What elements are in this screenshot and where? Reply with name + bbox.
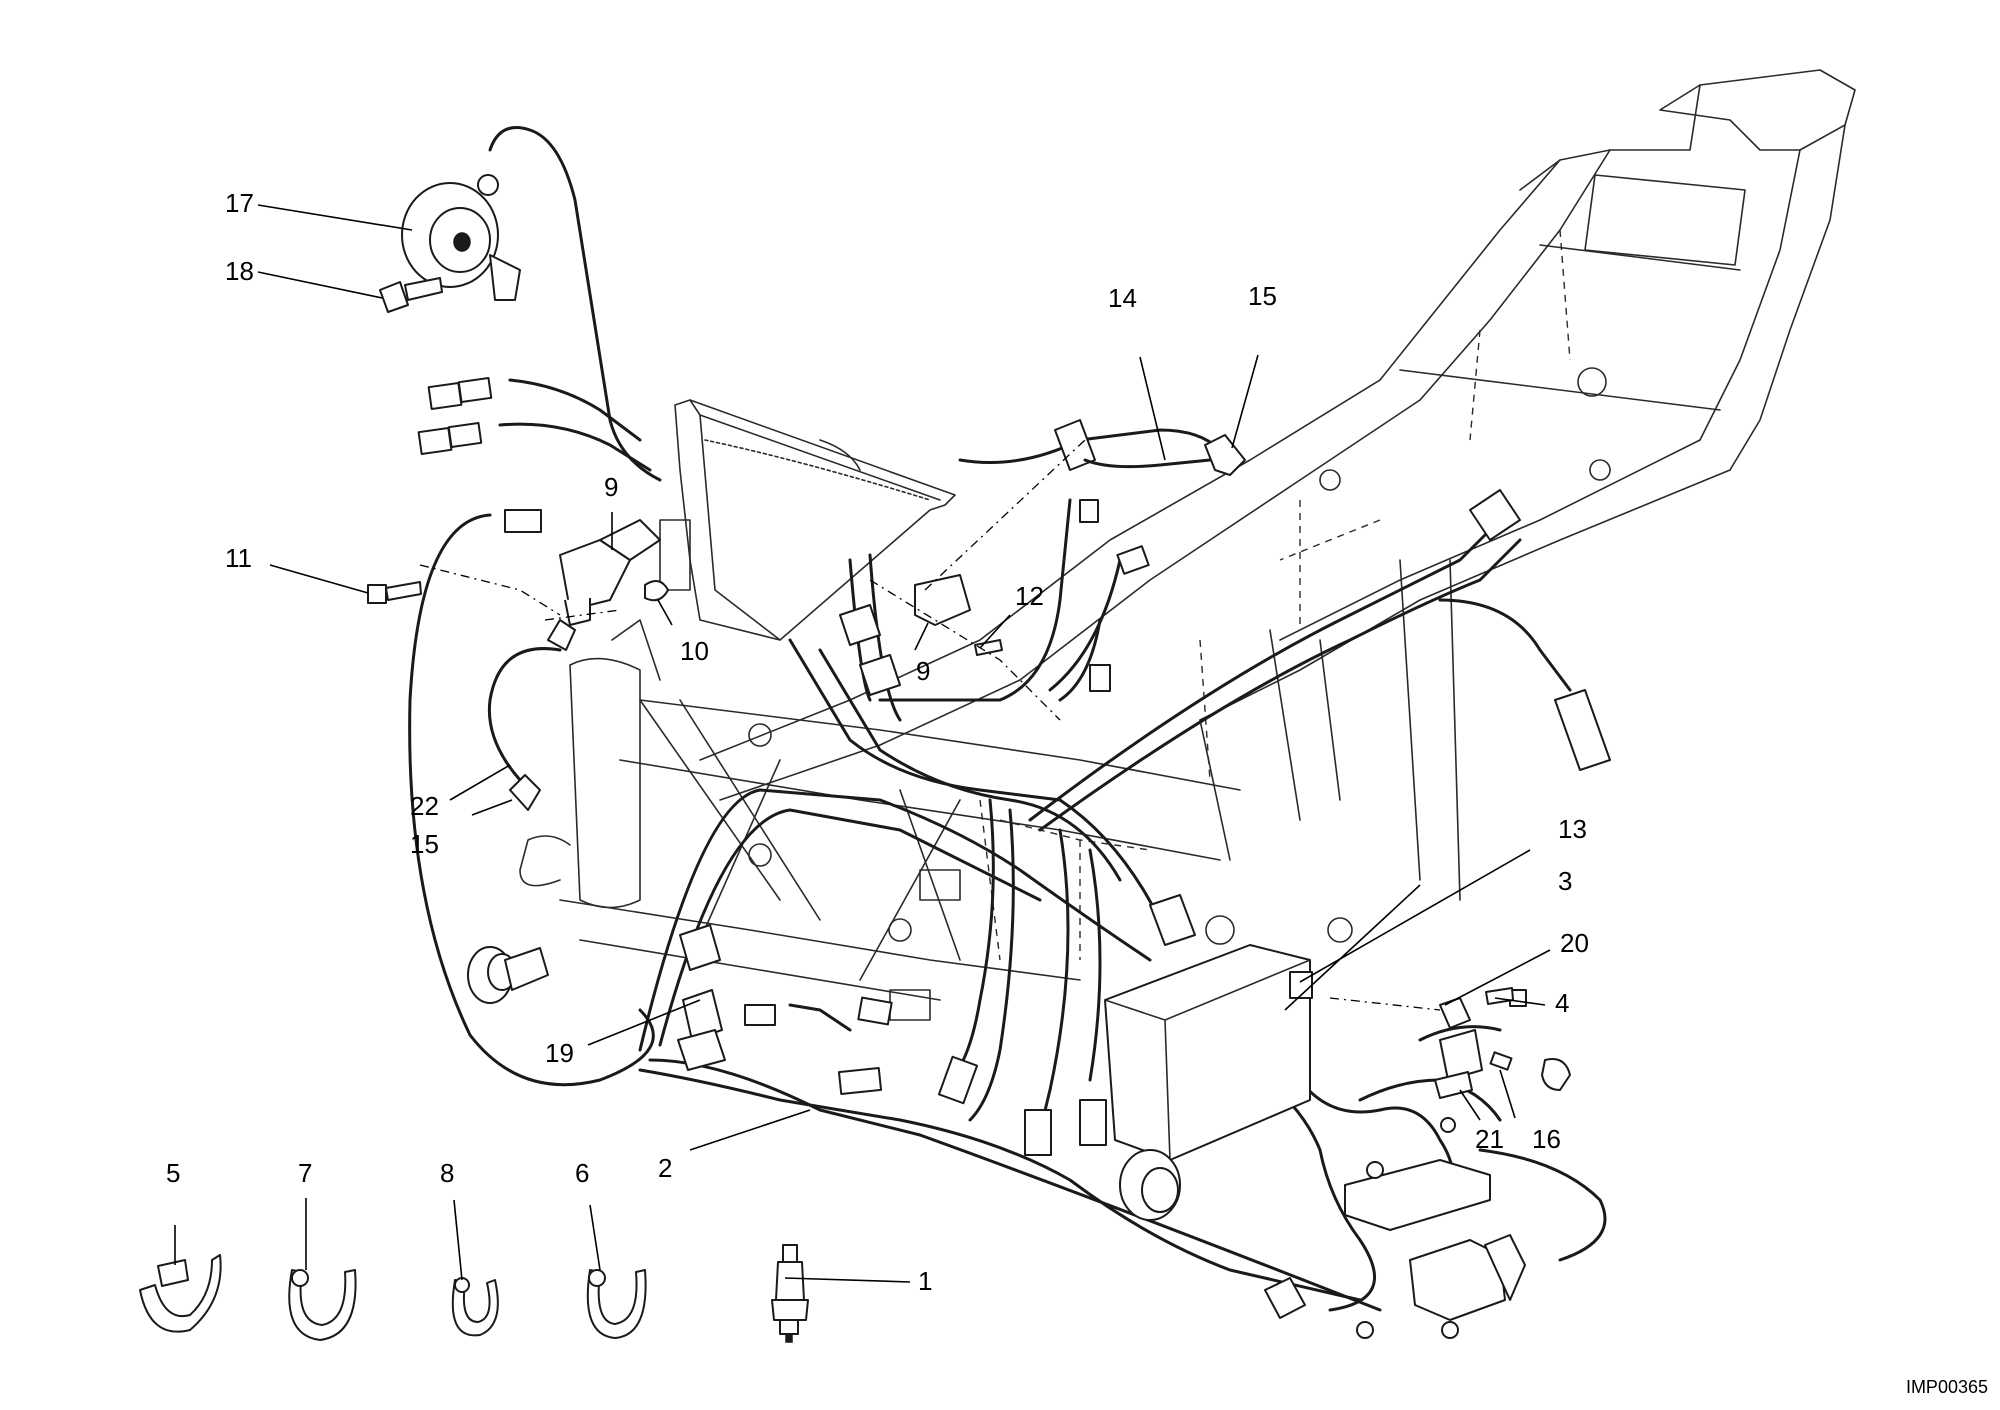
mounting-bracket bbox=[839, 499, 1150, 696]
spark-plug-lead bbox=[1054, 419, 1246, 476]
horn bbox=[401, 174, 521, 301]
components bbox=[139, 174, 1611, 1343]
cable-clamp-medium bbox=[586, 1269, 647, 1339]
callout-15-upper: 15 bbox=[1248, 281, 1277, 311]
callout-10: 10 bbox=[680, 636, 709, 666]
callout-4: 4 bbox=[1555, 988, 1569, 1018]
callout-11: 11 bbox=[225, 543, 252, 573]
leader-lines bbox=[174, 204, 1551, 1283]
callout-20: 20 bbox=[1560, 928, 1589, 958]
callout-2: 2 bbox=[658, 1153, 672, 1183]
callout-17: 17 bbox=[225, 188, 254, 218]
callout-3: 3 bbox=[1558, 866, 1572, 896]
cable-tie-band bbox=[139, 1254, 222, 1333]
callout-21: 21 bbox=[1475, 1124, 1504, 1154]
coil-spacer bbox=[644, 580, 669, 602]
spark-plug bbox=[771, 1244, 809, 1343]
coil-screw bbox=[367, 581, 422, 604]
starter-relay bbox=[1434, 1029, 1483, 1133]
drawing-reference-code: IMP00365 bbox=[1905, 1377, 1988, 1397]
round-connector bbox=[467, 946, 549, 1004]
battery-box bbox=[1104, 944, 1311, 1221]
temperature-sensor bbox=[509, 619, 576, 811]
callout-16: 16 bbox=[1532, 1124, 1561, 1154]
callout-1: 1 bbox=[918, 1266, 932, 1296]
callout-12: 12 bbox=[1015, 581, 1044, 611]
side-connector bbox=[1149, 894, 1196, 946]
main-wiring-harness bbox=[408, 126, 1607, 1312]
connector-plug bbox=[1079, 1099, 1107, 1146]
airbox-housing bbox=[659, 399, 956, 641]
callout-19: 19 bbox=[545, 1038, 574, 1068]
callout-18: 18 bbox=[225, 256, 254, 286]
dashboard-connector bbox=[677, 924, 776, 1071]
connector-plug bbox=[857, 996, 893, 1026]
fuses bbox=[1489, 1051, 1571, 1091]
callout-5: 5 bbox=[166, 1158, 180, 1188]
connector-plug bbox=[837, 1066, 883, 1096]
callout-7: 7 bbox=[298, 1158, 312, 1188]
callout-13: 13 bbox=[1558, 814, 1587, 844]
callout-9-upper: 9 bbox=[604, 472, 618, 502]
cable-clamp-small bbox=[451, 1277, 499, 1337]
horn-bolt bbox=[379, 277, 443, 313]
callout-9-lower: 9 bbox=[916, 656, 930, 686]
callout-6: 6 bbox=[575, 1158, 589, 1188]
connector-plug bbox=[937, 1055, 979, 1105]
callout-labels: 1 2 3 4 5 6 7 8 9 9 10 11 12 13 14 15 15… bbox=[166, 188, 1589, 1296]
fuse-box bbox=[1264, 1159, 1526, 1339]
sensor-connectors-upper-left bbox=[417, 377, 493, 455]
callout-15-lower: 15 bbox=[410, 829, 439, 859]
bracket-clip bbox=[1439, 997, 1471, 1029]
rear-connector bbox=[1469, 489, 1521, 541]
connector-plug bbox=[1024, 1109, 1052, 1156]
fuse-screw bbox=[1485, 987, 1527, 1007]
callout-22: 22 bbox=[410, 791, 439, 821]
callout-8: 8 bbox=[440, 1158, 454, 1188]
ignition-coil bbox=[504, 509, 661, 626]
callout-14: 14 bbox=[1108, 283, 1137, 313]
cable-clamp-large bbox=[288, 1269, 357, 1341]
tail-connector bbox=[1554, 689, 1611, 771]
